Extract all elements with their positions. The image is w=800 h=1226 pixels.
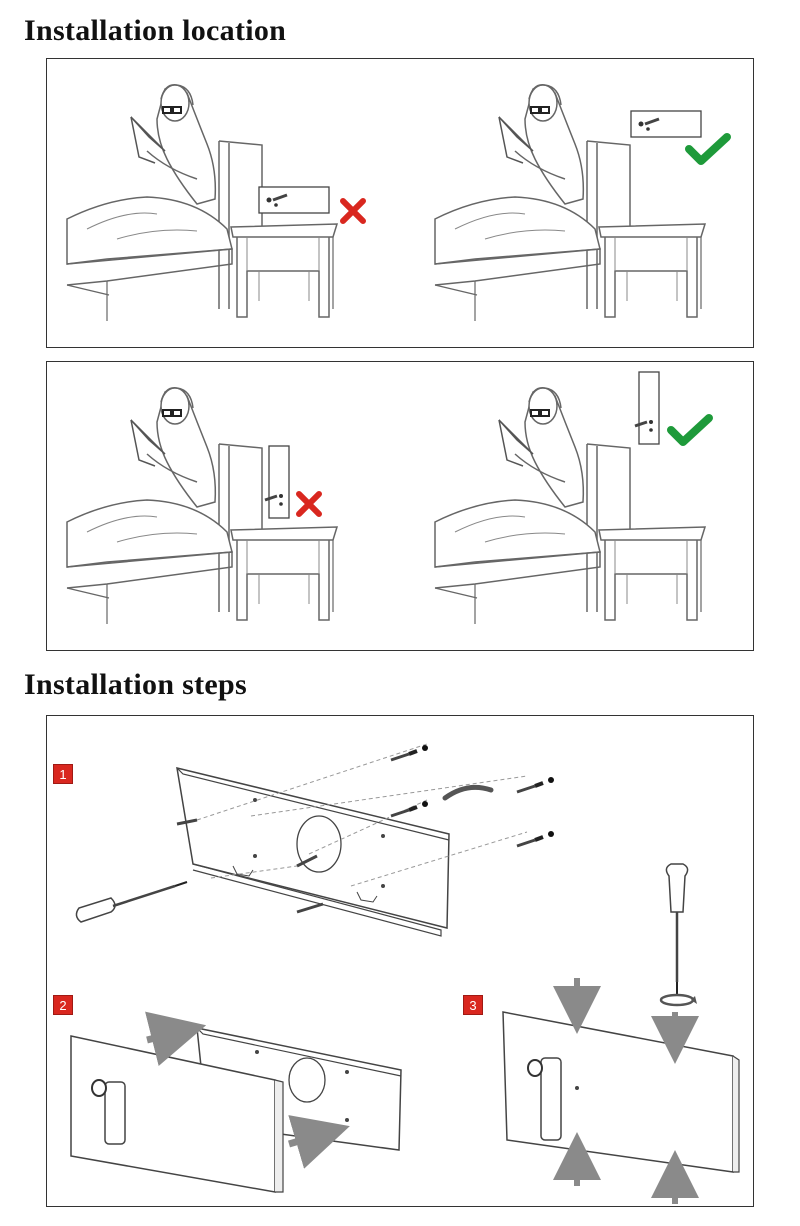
fixture-horizontal-low <box>257 185 331 215</box>
screwdriver-icon <box>665 863 689 994</box>
location-scenes-horizontal <box>66 83 753 323</box>
step-3-badge: 3 <box>463 995 483 1015</box>
screw-icon <box>515 775 556 794</box>
check-mark-icon <box>671 418 709 442</box>
step-1-badge: 1 <box>53 764 73 784</box>
check-mark-icon <box>689 137 727 161</box>
installation-steps-panel: 1 2 3 <box>46 715 754 1207</box>
cross-mark-icon <box>343 201 363 221</box>
fixture-vertical-high <box>633 370 661 446</box>
fixture-vertical-low <box>263 444 291 520</box>
fixture-horizontal-high <box>629 109 703 139</box>
screw-icon <box>389 799 430 818</box>
scene-horizontal-high-correct <box>434 83 727 323</box>
step-2-illustration <box>70 1011 402 1193</box>
installation-steps-illustration <box>70 743 740 1204</box>
step-1-illustration <box>75 743 556 937</box>
scene-horizontal-low-wrong <box>66 83 363 323</box>
screw-icon <box>515 829 556 848</box>
location-scenes-vertical <box>66 370 753 625</box>
screw-icon <box>389 743 430 762</box>
scene-vertical-high-correct <box>434 370 709 625</box>
installation-location-title: Installation location <box>24 14 287 47</box>
scene-vertical-low-wrong <box>66 386 338 625</box>
location-panel-vertical <box>46 361 754 651</box>
cross-mark-icon <box>299 494 319 514</box>
installation-steps-title: Installation steps <box>24 668 247 701</box>
step-3-illustration <box>502 863 740 1204</box>
screwdriver-icon <box>75 881 188 923</box>
location-panel-horizontal <box>46 58 754 348</box>
step-2-badge: 2 <box>53 995 73 1015</box>
